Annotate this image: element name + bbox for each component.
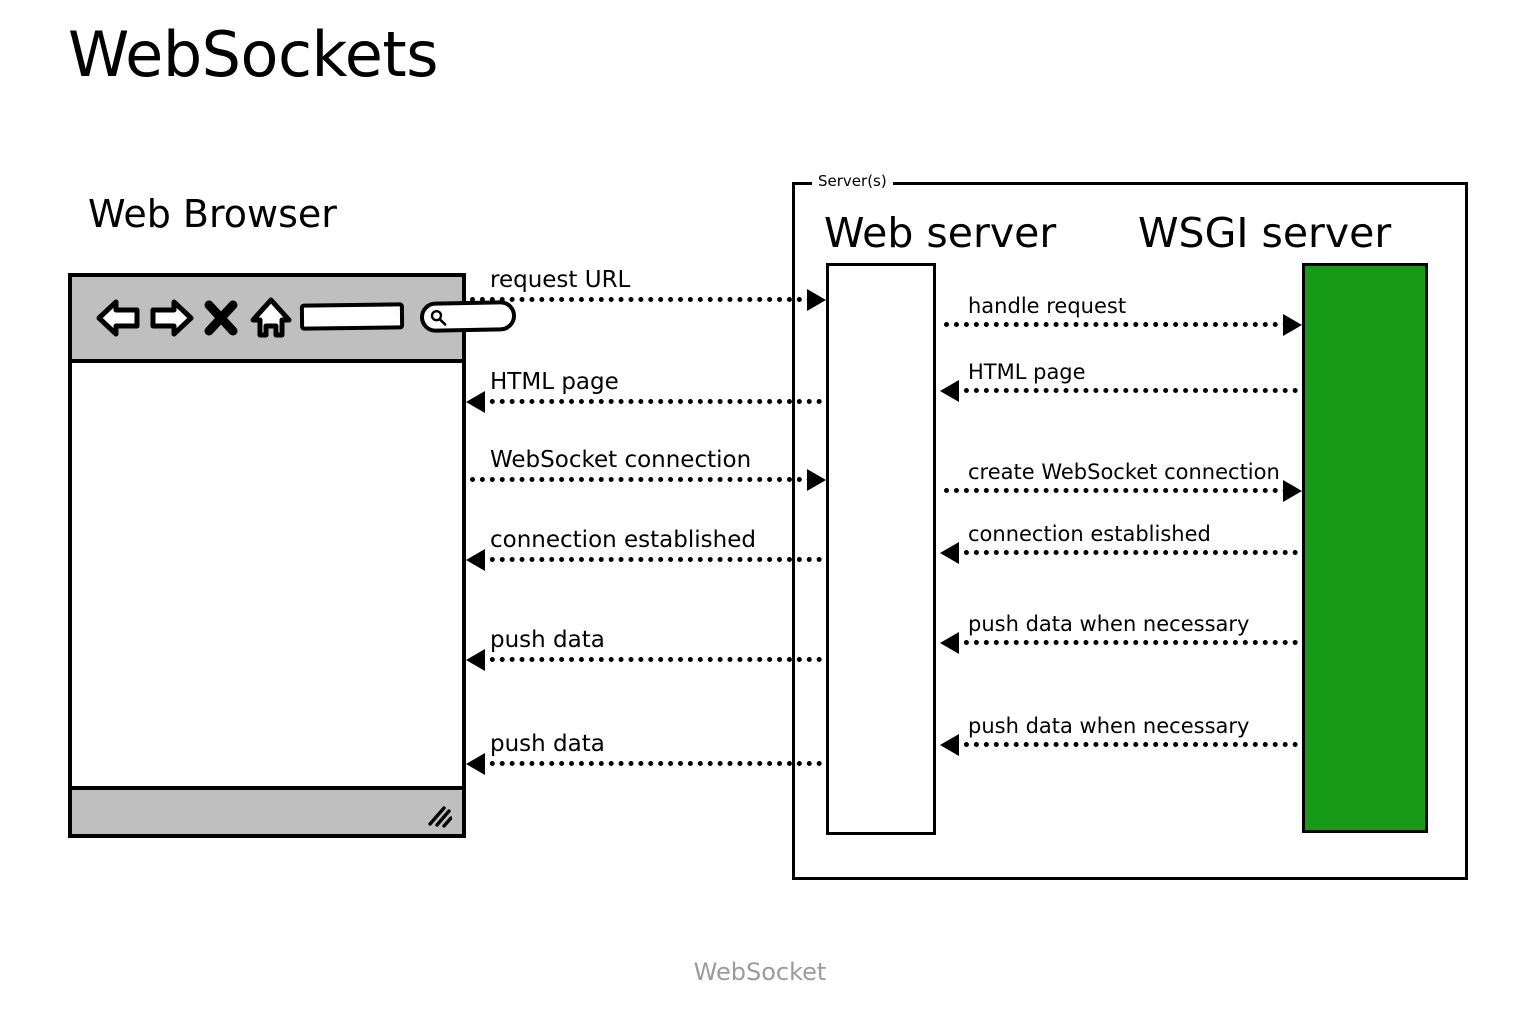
web-server-wsgi-message: push data when necessary [940, 701, 1298, 756]
message-line [470, 297, 822, 302]
browser-web-server-message: push data [466, 720, 822, 775]
browser-web-server-message: WebSocket connection [470, 436, 826, 491]
browser-web-server-message: connection established [466, 516, 822, 571]
browser-window [68, 273, 517, 838]
web-server-wsgi-message: create WebSocket connection [944, 447, 1302, 502]
arrowhead-icon [466, 753, 485, 775]
home-icon[interactable] [250, 295, 292, 345]
browser-viewport [72, 363, 462, 786]
message-line [470, 557, 822, 562]
arrowhead-icon [940, 632, 959, 654]
arrowhead-icon [1283, 314, 1302, 336]
web-server-wsgi-message: handle request [944, 281, 1302, 336]
message-label: push data [490, 731, 605, 757]
magnifier-icon [429, 308, 447, 330]
message-line [470, 761, 822, 766]
wsgi-server-heading: WSGI server [1138, 209, 1392, 257]
web-server-wsgi-message: connection established [940, 509, 1298, 564]
message-line [944, 488, 1298, 493]
web-server-heading: Web server [824, 209, 1057, 257]
arrowhead-icon [1283, 480, 1302, 502]
arrowhead-icon [940, 380, 959, 402]
message-line [470, 657, 822, 662]
resize-grip-icon[interactable] [424, 802, 453, 828]
browser-web-server-message: request URL [470, 256, 826, 311]
message-line [470, 399, 822, 404]
browser-status-bar [72, 786, 462, 834]
message-line [944, 322, 1298, 327]
message-label: push data [490, 627, 605, 653]
message-label: HTML page [490, 369, 619, 395]
message-label: WebSocket connection [490, 447, 752, 473]
search-input[interactable] [419, 299, 517, 334]
arrowhead-icon [466, 549, 485, 571]
stop-x-icon[interactable] [204, 295, 238, 345]
message-label: connection established [968, 522, 1211, 546]
message-label: handle request [968, 294, 1127, 318]
browser-web-server-message: push data [466, 616, 822, 671]
servers-group-box [792, 182, 1468, 880]
wsgi-server-lifeline-box [1302, 263, 1428, 833]
arrowhead-icon [466, 391, 485, 413]
message-label: connection established [490, 527, 756, 553]
arrowhead-icon [466, 649, 485, 671]
forward-arrow-icon[interactable] [150, 295, 194, 345]
web-server-lifeline-box [826, 263, 936, 835]
arrowhead-icon [940, 542, 959, 564]
message-label: push data when necessary [968, 714, 1250, 738]
footer-caption: WebSocket [693, 958, 827, 986]
servers-group-label: Server(s) [812, 172, 893, 190]
message-line [470, 477, 822, 482]
web-browser-heading: Web Browser [88, 192, 337, 236]
message-label: request URL [490, 267, 631, 293]
message-label: push data when necessary [968, 612, 1250, 636]
url-input[interactable] [299, 302, 405, 331]
browser-toolbar [72, 277, 517, 363]
message-line [944, 550, 1298, 555]
message-label: HTML page [968, 360, 1086, 384]
message-line [944, 742, 1298, 747]
message-line [944, 640, 1298, 645]
page-title: WebSockets [68, 18, 439, 91]
arrowhead-icon [807, 469, 826, 491]
browser-web-server-message: HTML page [466, 358, 822, 413]
arrowhead-icon [807, 289, 826, 311]
back-arrow-icon[interactable] [96, 295, 140, 345]
web-server-wsgi-message: push data when necessary [940, 599, 1298, 654]
web-server-wsgi-message: HTML page [940, 347, 1298, 402]
message-line [944, 388, 1298, 393]
message-label: create WebSocket connection [968, 460, 1280, 484]
arrowhead-icon [940, 734, 959, 756]
